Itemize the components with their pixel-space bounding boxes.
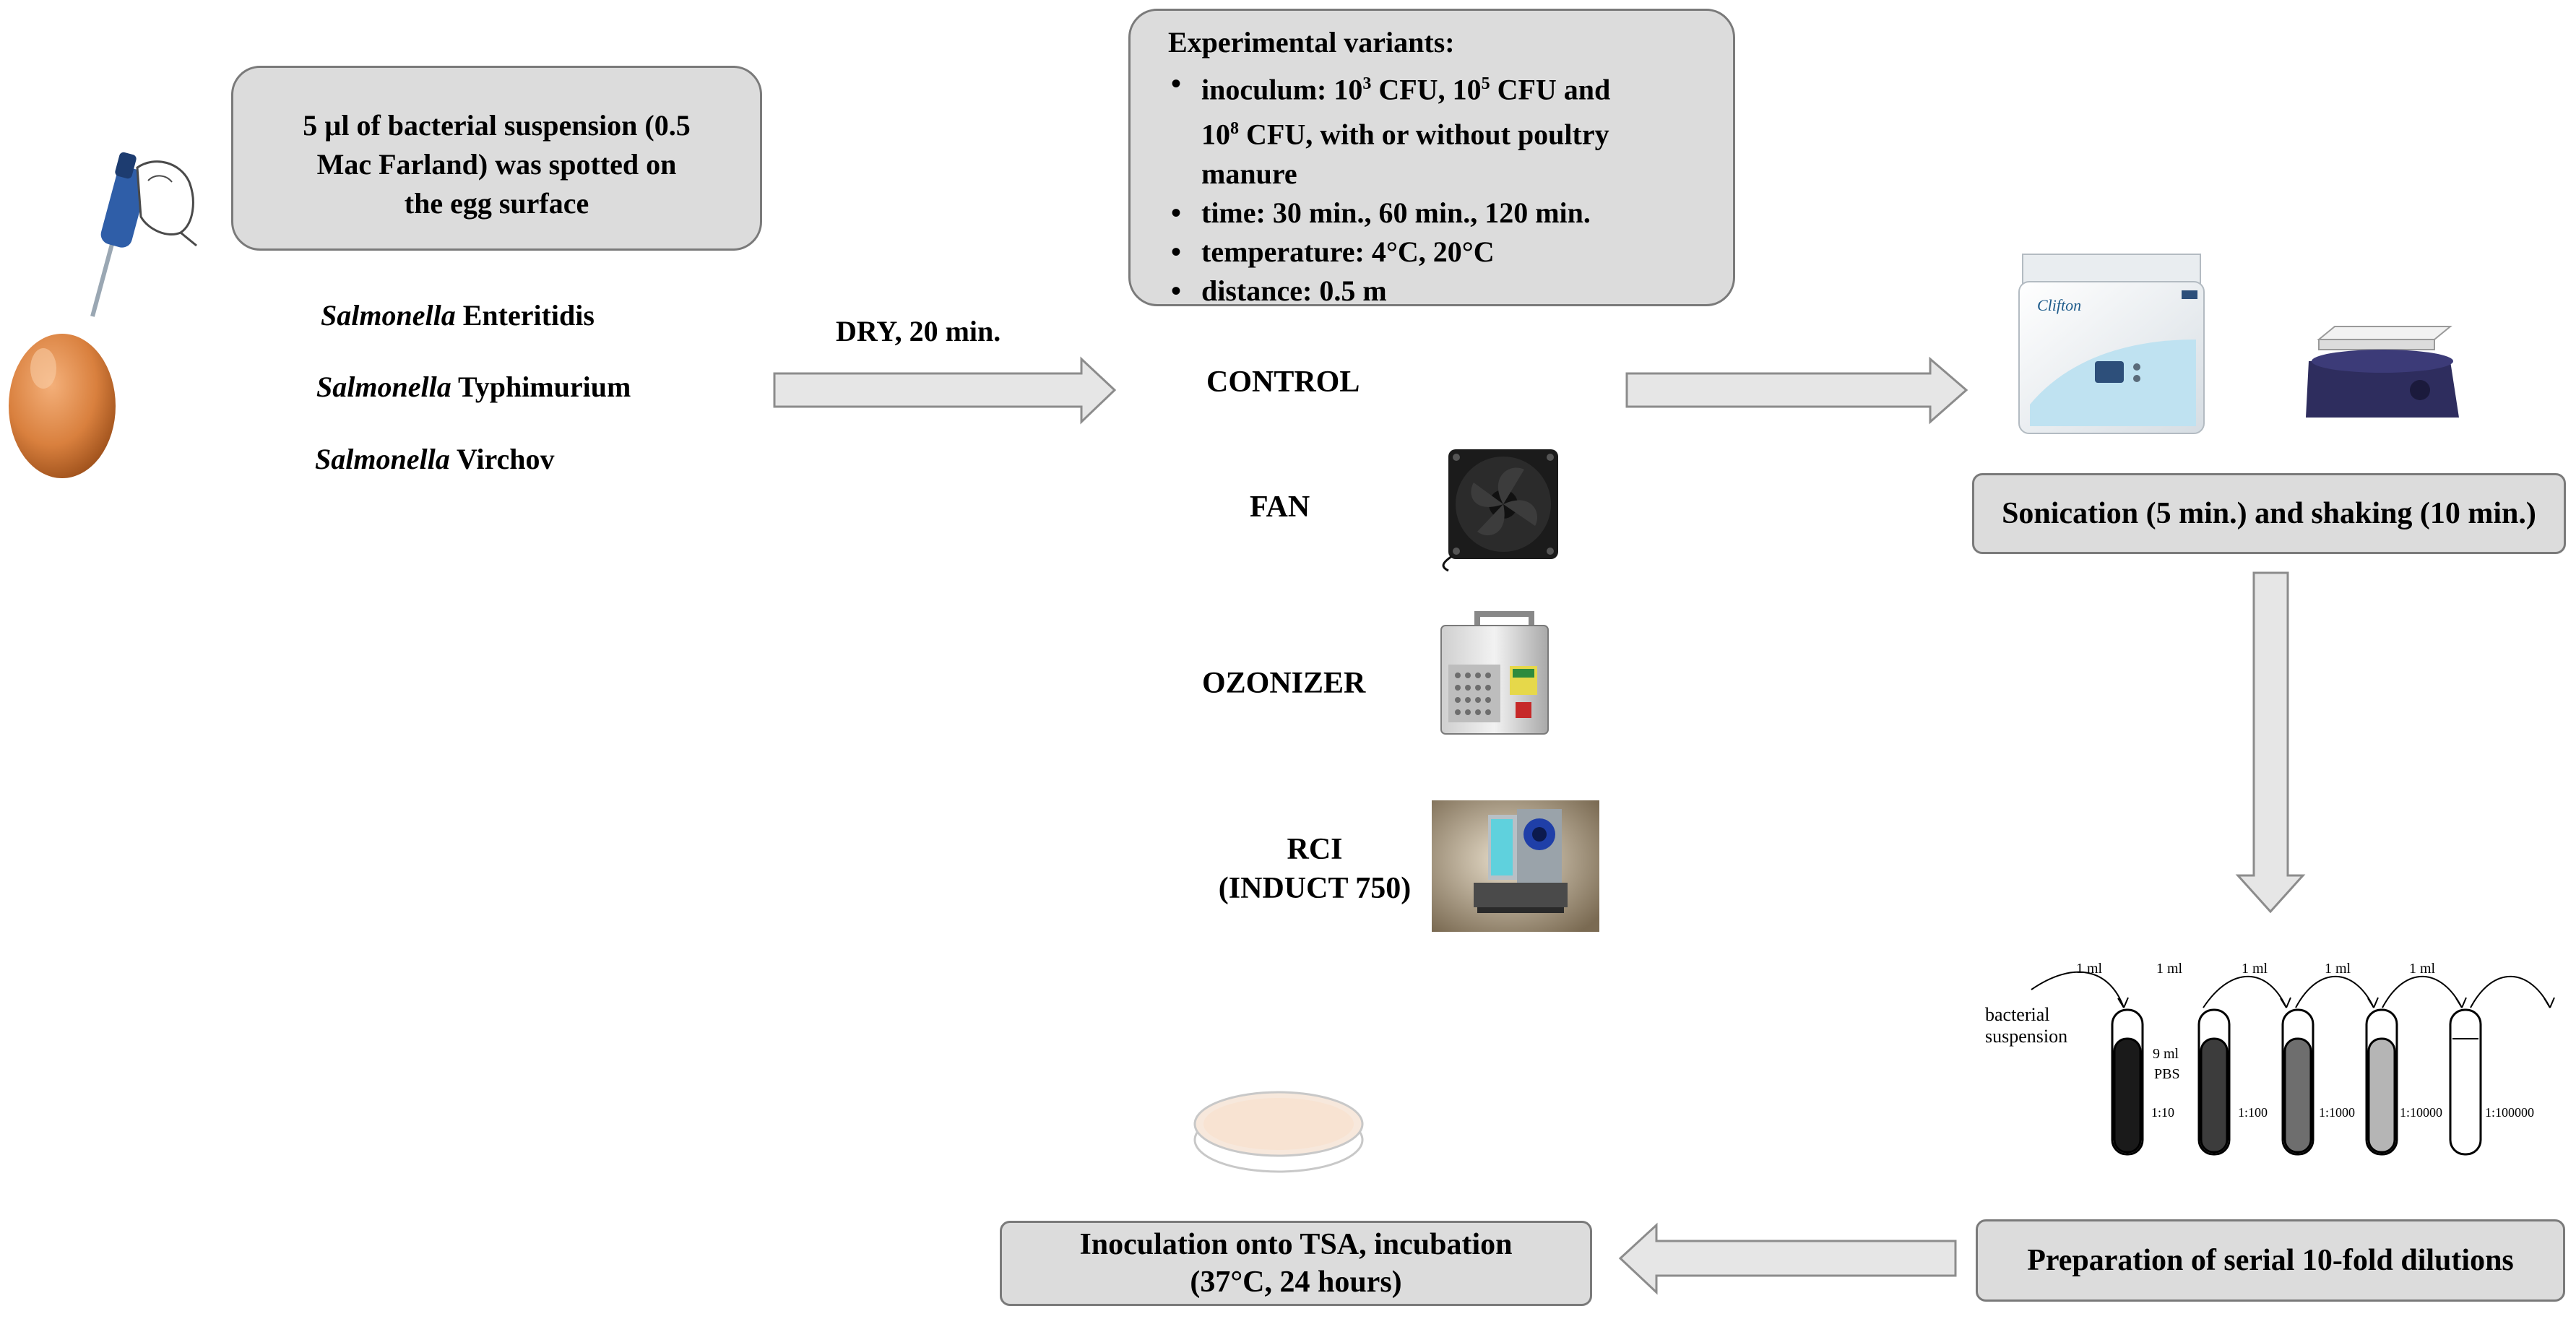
- dilution-box: Preparation of serial 10-fold dilutions: [1976, 1219, 2565, 1302]
- dry-label: DRY, 20 min.: [836, 315, 1001, 347]
- inoculation-line-3: the egg surface: [404, 187, 589, 220]
- fan-label: FAN: [1250, 490, 1310, 524]
- petri-dish-icon: [1193, 1091, 1364, 1173]
- inoculation-line-2: Mac Farland) was spotted on: [316, 148, 677, 181]
- variants-box: Experimental variants: inoculum: 103 CFU…: [1128, 9, 1735, 311]
- ratio-2: 1:100: [2238, 1105, 2268, 1120]
- transfer-label-2: 1 ml: [2156, 961, 2183, 977]
- transfer-label-3: 1 ml: [2242, 961, 2268, 977]
- rci-label-1: RCI: [1287, 833, 1343, 866]
- incubation-line-1: Inoculation onto TSA, incubation: [1079, 1228, 1513, 1261]
- pbs-label-1: 9 ml: [2153, 1046, 2179, 1062]
- variants-list: inoculum: 103 CFU, 105 CFU and 108 CFU, …: [1168, 64, 1694, 311]
- control-label: CONTROL: [1206, 366, 1360, 399]
- dilution-figure: [2031, 971, 2555, 1008]
- transfer-label-4: 1 ml: [2325, 961, 2351, 977]
- species-enteritidis: Salmonella Enteritidis: [321, 299, 595, 332]
- species-typhimurium: Salmonella Typhimurium: [316, 371, 631, 403]
- bacterial-label-1: bacterial: [1985, 1004, 2050, 1025]
- variant-inoculum: inoculum: 103 CFU, 105 CFU and 108 CFU, …: [1168, 64, 1694, 194]
- ratio-3: 1:1000: [2319, 1105, 2356, 1120]
- ozonizer-icon: [1440, 611, 1549, 735]
- ratio-5: 1:100000: [2485, 1105, 2535, 1120]
- rci-device-icon: [1432, 800, 1599, 932]
- svg-text:Clifton: Clifton: [2037, 296, 2081, 314]
- pipette-hand-icon: [90, 152, 197, 317]
- variants-title: Experimental variants:: [1168, 26, 1455, 59]
- incubation-line-2: (37°C, 24 hours): [1190, 1266, 1402, 1299]
- variant-time: time: 30 min., 60 min., 120 min.: [1168, 194, 1694, 233]
- arrow-to-incubation: [1618, 1222, 1957, 1295]
- species-virchov: Salmonella Virchov: [315, 443, 555, 475]
- test-tube-icon: [2111, 1008, 2482, 1156]
- ultrasonic-bath-icon: Clifton: [2018, 254, 2205, 434]
- dilution-label: Preparation of serial 10-fold dilutions: [2027, 1244, 2514, 1277]
- bacterial-label-2: suspension: [1985, 1026, 2068, 1047]
- sonication-label: Sonication (5 min.) and shaking (10 min.…: [2002, 497, 2536, 530]
- arrow-dry: [773, 356, 1117, 425]
- ozonizer-label: OZONIZER: [1202, 667, 1366, 700]
- transfer-label-1: 1 ml: [2076, 961, 2103, 977]
- rci-label-2: (INDUCT 750): [1218, 872, 1412, 905]
- variant-distance: distance: 0.5 m: [1168, 272, 1694, 311]
- arrow-down-dilutions: [2235, 571, 2306, 914]
- inoculation-line-1: 5 µl of bacterial suspension (0.5: [303, 109, 691, 142]
- fan-icon: [1442, 449, 1558, 572]
- orbital-shaker-icon: [2306, 326, 2459, 418]
- transfer-label-5: 1 ml: [2409, 961, 2436, 977]
- pbs-label-2: PBS: [2154, 1066, 2180, 1082]
- egg-icon: [9, 334, 116, 478]
- ratio-1: 1:10: [2151, 1105, 2175, 1120]
- inoculation-box: 5 µl of bacterial suspension (0.5 Mac Fa…: [231, 66, 762, 251]
- ratio-4: 1:10000: [2400, 1105, 2443, 1120]
- variant-temperature: temperature: 4°C, 20°C: [1168, 233, 1694, 272]
- sonication-box: Sonication (5 min.) and shaking (10 min.…: [1972, 473, 2566, 554]
- incubation-box: Inoculation onto TSA, incubation (37°C, …: [1000, 1221, 1592, 1306]
- arrow-to-sonication: [1625, 356, 1968, 425]
